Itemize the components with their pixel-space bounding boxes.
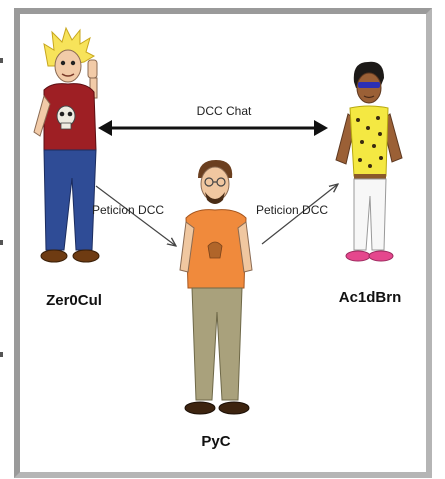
margin-mark <box>0 240 3 245</box>
request-arrow-left <box>95 185 176 246</box>
dcc-chat-arrow <box>98 120 328 136</box>
dcc-chat-label: DCC Chat <box>197 104 252 118</box>
request-arrow-right <box>261 184 338 245</box>
margin-mark <box>0 58 3 63</box>
user-name-zer0cul: Zer0Cul <box>46 292 102 309</box>
request-label-left: Peticion DCC <box>92 203 164 217</box>
request-label-right: Peticion DCC <box>256 203 328 217</box>
user-name-pyc: PyC <box>201 433 230 450</box>
figure-pyc <box>179 160 253 415</box>
user-name-ac1dbrn: Ac1dBrn <box>339 289 402 306</box>
figure-zer0cul <box>33 26 100 263</box>
margin-mark <box>0 352 3 357</box>
figure-ac1dbrn <box>335 61 403 262</box>
